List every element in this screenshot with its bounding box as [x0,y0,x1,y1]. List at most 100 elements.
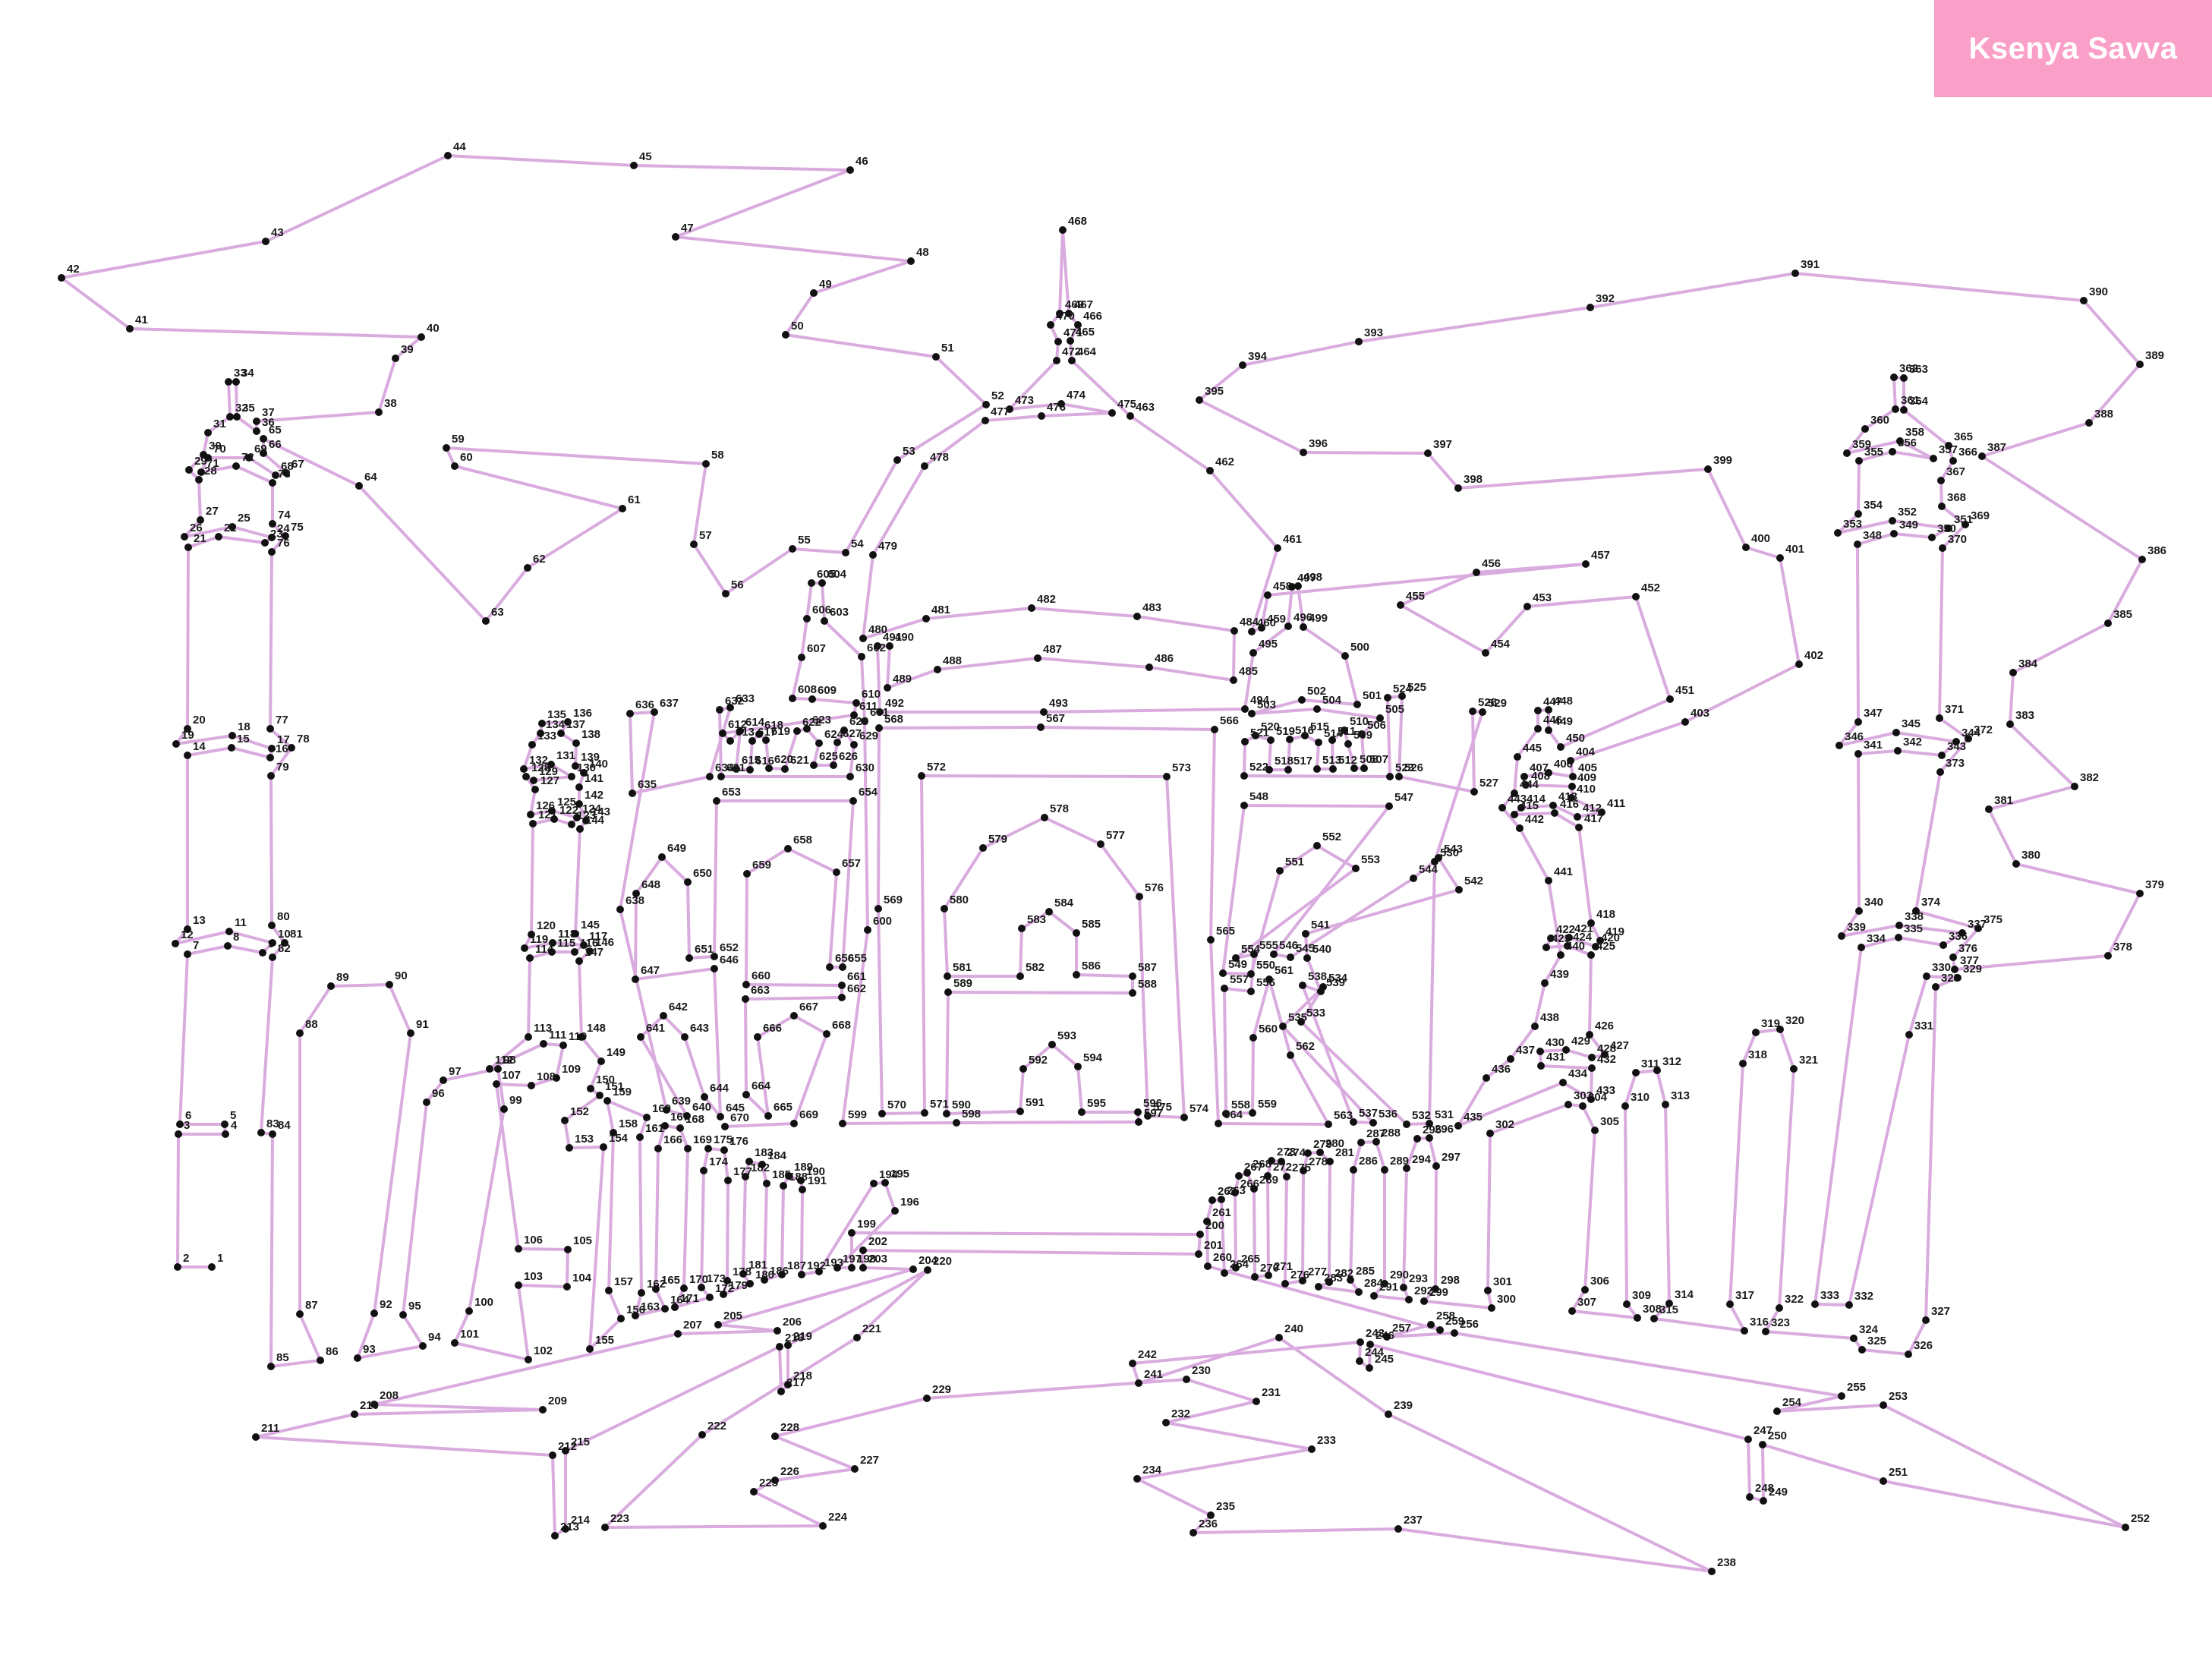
dot-label-30: 30 [209,440,222,452]
dot-label-196: 196 [900,1196,919,1209]
dot-240 [1275,1334,1283,1341]
dot-label-41: 41 [135,314,148,326]
dot-label-173: 173 [707,1272,726,1285]
dot-330 [1923,972,1930,980]
dot-label-405: 405 [1578,761,1597,774]
dot-668 [823,1030,830,1038]
dot-label-360: 360 [1870,414,1889,427]
dot-236 [1190,1529,1197,1537]
dot-113 [525,1033,532,1041]
dot-420 [1592,943,1599,950]
dot-255 [1838,1392,1845,1400]
dot-label-428: 428 [1597,1042,1616,1055]
dot-198 [848,1264,855,1272]
dot-102 [525,1356,532,1363]
dot-344 [1952,738,1960,745]
dot-666 [754,1033,761,1041]
dot-664 [742,1091,750,1098]
dot-634 [706,773,714,780]
dot-label-453: 453 [1533,591,1552,604]
dot-628 [840,726,848,734]
dot-424 [1564,942,1571,950]
dot-323 [1762,1328,1769,1335]
dot-23 [261,539,269,547]
dot-305 [1591,1127,1599,1134]
dot-label-404: 404 [1576,745,1596,758]
dot-301 [1484,1287,1492,1294]
dot-472 [1053,357,1060,364]
dot-669 [790,1120,798,1127]
dot-363 [1900,374,1908,382]
dot-243 [1357,1338,1364,1346]
dot-label-202: 202 [868,1235,887,1248]
dot-label-511: 511 [1338,725,1356,738]
dot-label-385: 385 [2113,608,2132,621]
dot-label-620: 620 [774,753,793,766]
dot-321 [1790,1065,1798,1073]
dot-539 [1317,988,1325,995]
dot-606 [803,615,811,622]
dot-430 [1536,1048,1544,1055]
dot-label-17: 17 [277,733,290,746]
dot-label-314: 314 [1675,1288,1694,1301]
dot-278 [1300,1167,1307,1174]
dot-label-565: 565 [1216,925,1235,938]
dot-640 [683,1112,691,1120]
dot-label-380: 380 [2021,849,2040,862]
dot-label-145: 145 [581,919,600,931]
dot-label-251: 251 [1889,1466,1908,1479]
dot-label-3: 3 [184,1119,190,1132]
dot-label-109: 109 [562,1063,581,1076]
dot-68 [272,471,279,479]
dot-327 [1922,1316,1930,1324]
dot-label-258: 258 [1436,1310,1455,1322]
dot-label-296: 296 [1435,1123,1454,1136]
dot-label-517: 517 [1293,755,1312,767]
dot-label-637: 637 [660,697,679,710]
dot-604 [818,579,826,587]
dot-473 [1006,405,1013,413]
dot-label-300: 300 [1497,1293,1516,1306]
dot-613 [726,737,734,745]
dot-label-572: 572 [927,761,946,774]
dot-label-559: 559 [1258,1098,1277,1111]
dot-21 [184,544,192,551]
dot-281 [1326,1158,1334,1165]
dot-label-71: 71 [206,457,219,470]
dot-label-47: 47 [681,222,694,235]
dot-label-215: 215 [571,1436,590,1448]
dot-label-496: 496 [1293,611,1312,624]
dot-label-375: 375 [1984,913,2002,926]
dot-294 [1403,1165,1410,1172]
dot-618 [755,730,763,738]
dot-label-553: 553 [1361,853,1380,866]
dot-label-124: 124 [582,802,602,815]
dot-338 [1895,922,1903,929]
dot-401 [1776,554,1784,562]
dot-label-662: 662 [847,982,866,995]
dot-339 [1838,932,1845,940]
dot-107 [493,1080,500,1088]
dot-label-392: 392 [1596,292,1615,305]
dot-440 [1557,951,1564,959]
dot-label-361: 361 [1901,394,1920,407]
dot-label-327: 327 [1931,1305,1950,1318]
dot-375 [1974,925,1982,932]
dot-208 [370,1401,378,1408]
dot-label-583: 583 [1027,913,1046,926]
dot-label-415: 415 [1520,799,1539,812]
dot-label-210: 210 [360,1399,379,1412]
dot-label-206: 206 [783,1316,802,1328]
dot-84 [269,1130,276,1138]
dot-589 [944,988,952,996]
dot-label-102: 102 [534,1344,553,1357]
dot-label-330: 330 [1932,961,1951,974]
dot-541 [1302,930,1309,938]
dot-306 [1581,1286,1589,1294]
dot-150 [587,1085,594,1092]
dot-label-658: 658 [793,834,812,846]
dot-label-618: 618 [764,719,783,732]
dot-591 [1016,1108,1024,1115]
dot-label-466: 466 [1083,310,1102,323]
dot-label-545: 545 [1296,942,1315,955]
